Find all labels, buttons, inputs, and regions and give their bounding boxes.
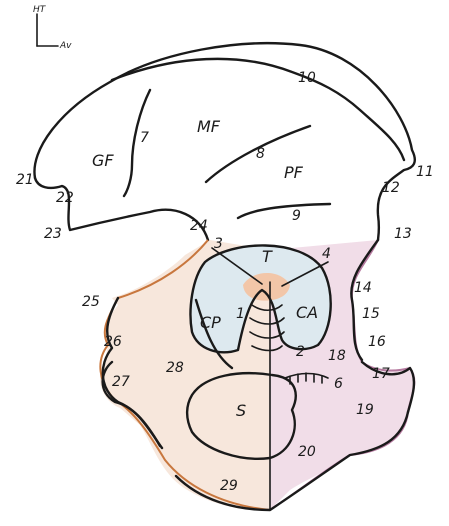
number-label-22: 22 [56,190,74,206]
number-label-15: 15 [362,306,380,322]
region-label-cp: CP [200,313,221,332]
number-label-24: 24 [190,218,208,234]
number-label-6: 6 [334,376,343,392]
number-label-14: 14 [354,280,372,296]
number-label-21: 21 [16,172,34,188]
number-label-12: 12 [382,180,400,196]
number-label-10: 10 [298,70,316,86]
number-label-2: 2 [296,344,305,360]
number-label-8: 8 [256,146,265,162]
number-label-29: 29 [220,478,238,494]
number-label-1: 1 [236,306,245,322]
number-label-19: 19 [356,402,374,418]
line-9 [238,204,330,218]
number-label-4: 4 [322,246,331,262]
orientation-up-label: HT [33,5,47,15]
frontal-ridge-line [112,59,404,160]
number-label-11: 11 [416,164,434,180]
number-label-27: 27 [112,374,130,390]
number-label-26: 26 [104,334,122,350]
number-label-28: 28 [166,360,184,376]
number-label-3: 3 [214,236,223,252]
region-label-s: S [236,401,246,420]
number-label-25: 25 [82,294,100,310]
number-label-7: 7 [140,130,149,146]
region-label-t: T [262,247,273,266]
orientation-forward-label: Av [59,41,72,51]
region-label-pf: PF [284,163,304,182]
skull-outline [34,43,414,240]
number-label-13: 13 [394,226,412,242]
number-label-20: 20 [298,444,316,460]
number-label-9: 9 [292,208,301,224]
region-label-mf: MF [197,117,221,136]
region-label-gf: GF [92,151,114,170]
number-label-17: 17 [372,366,390,382]
number-label-16: 16 [368,334,386,350]
region-label-ca: CA [296,303,318,322]
number-label-23: 23 [44,226,62,242]
number-label-18: 18 [328,348,346,364]
